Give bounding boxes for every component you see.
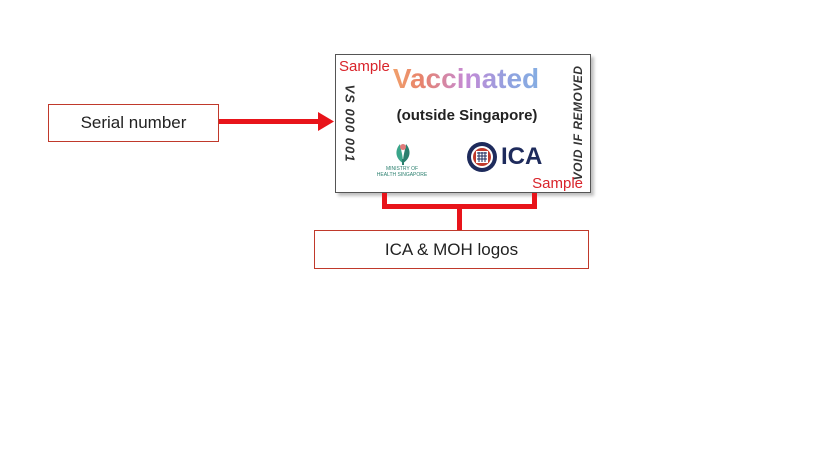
bracket-left-leg xyxy=(382,193,387,208)
vaccinated-headline: Vaccinated xyxy=(376,65,556,93)
serial-arrow-shaft xyxy=(219,119,321,124)
moh-logo-icon xyxy=(396,144,410,165)
sample-watermark-top: Sample xyxy=(339,58,390,75)
serial-number-label: Serial number xyxy=(80,113,187,132)
arrow-right-icon xyxy=(318,112,334,131)
serial-number-callout: Serial number xyxy=(48,104,219,142)
ica-wordmark: ICA xyxy=(501,143,543,170)
bracket-stem xyxy=(457,204,462,230)
sample-watermark-bottom: Sample xyxy=(532,175,583,192)
outside-singapore-subheadline: (outside Singapore) xyxy=(396,107,538,124)
moh-caption: MINISTRY OF HEALTH SINGAPORE xyxy=(376,166,428,178)
ica-emblem-icon xyxy=(467,142,497,172)
logos-callout: ICA & MOH logos xyxy=(314,230,589,269)
vaccination-sticker: Sample VS 000 001 Vaccinated (outside Si… xyxy=(335,54,591,193)
logos-label: ICA & MOH logos xyxy=(384,239,519,259)
void-if-removed-text: VOID IF REMOVED xyxy=(571,65,585,181)
bracket-right-leg xyxy=(532,193,537,208)
serial-number-text: VS 000 001 xyxy=(342,84,358,163)
